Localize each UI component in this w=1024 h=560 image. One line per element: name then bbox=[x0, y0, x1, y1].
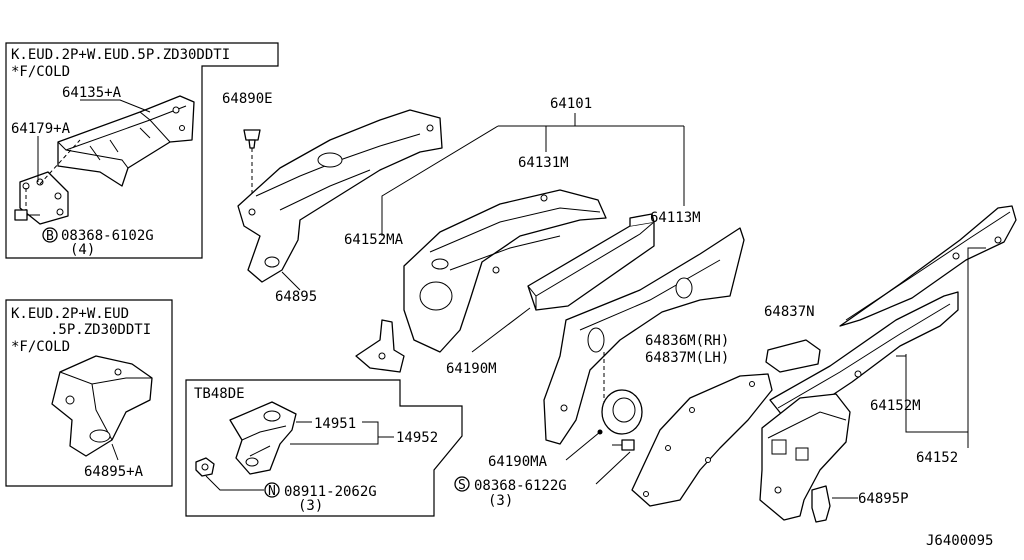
nut-icon bbox=[195, 457, 215, 477]
inset-frame bbox=[185, 379, 463, 517]
part-label-14951[interactable]: 14951 bbox=[314, 416, 356, 432]
screw-part-number[interactable]: 08368-6122G bbox=[474, 478, 567, 494]
bracket-64895-drawing bbox=[237, 109, 443, 283]
screw-icon bbox=[612, 439, 635, 451]
part-label-64190ma[interactable]: 64190MA bbox=[488, 454, 548, 470]
bolt-quantity: (4) bbox=[70, 242, 95, 258]
bolt-symbol: B bbox=[46, 229, 54, 244]
bracket-64135-drawing bbox=[57, 95, 195, 187]
bracket-64895-a-drawing bbox=[51, 355, 153, 457]
nut-part-number[interactable]: 08911-2062G bbox=[284, 484, 377, 500]
spec-line-3: *F/COLD bbox=[11, 339, 70, 355]
inset-box-eud-zd30ddti-top: K.EUD.2P+W.EUD.5P.ZD30DDTI *F/COLD 64135… bbox=[5, 42, 279, 259]
spec-line-2: *F/COLD bbox=[11, 64, 70, 80]
engine-code: TB48DE bbox=[194, 386, 245, 402]
inset-frame bbox=[5, 42, 279, 259]
pad-64837n-drawing bbox=[765, 339, 821, 373]
bolt-symbol-circle bbox=[42, 227, 58, 243]
diagram-code: J6400095 bbox=[926, 533, 993, 549]
screw-symbol-circle bbox=[454, 476, 470, 492]
nut-quantity: (3) bbox=[298, 498, 323, 514]
part-label-64890e[interactable]: 64890E bbox=[222, 91, 273, 107]
inset-frame bbox=[5, 299, 173, 487]
spec-line-1: K.EUD.2P+W.EUD.5P.ZD30DDTI bbox=[11, 47, 230, 63]
part-label-64836m-rh[interactable]: 64836M(RH) bbox=[645, 333, 729, 349]
bracket-64895p-drawing bbox=[811, 485, 831, 523]
member-64152-drawing bbox=[839, 205, 1017, 327]
cover-64190ma-drawing bbox=[597, 389, 643, 435]
part-label-64101[interactable]: 64101 bbox=[550, 96, 592, 112]
part-label-64837n[interactable]: 64837N bbox=[764, 304, 815, 320]
wheelhouse-lower-drawing bbox=[759, 393, 851, 521]
reinforcement-64190m-drawing bbox=[527, 213, 655, 311]
spec-line-1: K.EUD.2P+W.EUD bbox=[11, 306, 129, 322]
part-label-64190m[interactable]: 64190M bbox=[446, 361, 497, 377]
extension-64152ma-drawing bbox=[355, 319, 405, 373]
inset-box-tb48de: TB48DE 14951 14952 N 08911-2062G (3) bbox=[185, 379, 463, 517]
part-label-64135-a[interactable]: 64135+A bbox=[62, 85, 122, 101]
part-label-64837m-lh[interactable]: 64837M(LH) bbox=[645, 350, 729, 366]
part-label-64895-a[interactable]: 64895+A bbox=[84, 464, 144, 480]
part-label-64152[interactable]: 64152 bbox=[916, 450, 958, 466]
part-label-64179-a[interactable]: 64179+A bbox=[11, 121, 71, 137]
nut-symbol: N bbox=[268, 484, 276, 499]
hoodledge-64113m-drawing bbox=[543, 227, 745, 445]
bolt-part-number[interactable]: 08368-6102G bbox=[61, 228, 154, 244]
part-label-64895[interactable]: 64895 bbox=[275, 289, 317, 305]
part-label-64113m[interactable]: 64113M bbox=[650, 210, 701, 226]
part-label-64131m[interactable]: 64131M bbox=[518, 155, 569, 171]
screw-quantity: (3) bbox=[488, 493, 513, 509]
bracket-14951-drawing bbox=[229, 401, 297, 475]
part-label-14952[interactable]: 14952 bbox=[396, 430, 438, 446]
seal-64836m-drawing bbox=[631, 373, 773, 507]
assembly-bracket-64101 bbox=[381, 113, 685, 236]
nut-symbol-circle bbox=[264, 482, 280, 498]
screw-symbol: S bbox=[458, 478, 466, 493]
part-label-64152m[interactable]: 64152M bbox=[870, 398, 921, 414]
part-label-64895p[interactable]: 64895P bbox=[858, 491, 909, 507]
part-label-64152ma[interactable]: 64152MA bbox=[344, 232, 404, 248]
clip-64890e-drawing bbox=[243, 129, 261, 220]
bolt-icon bbox=[14, 209, 40, 221]
inset-box-eud-zd30ddti-bottom: K.EUD.2P+W.EUD .5P.ZD30DDTI *F/COLD 6489… bbox=[5, 299, 173, 487]
plate-64179-drawing bbox=[19, 99, 151, 225]
side-member-64131m-drawing bbox=[403, 189, 607, 353]
spec-line-2: .5P.ZD30DDTI bbox=[50, 322, 151, 338]
